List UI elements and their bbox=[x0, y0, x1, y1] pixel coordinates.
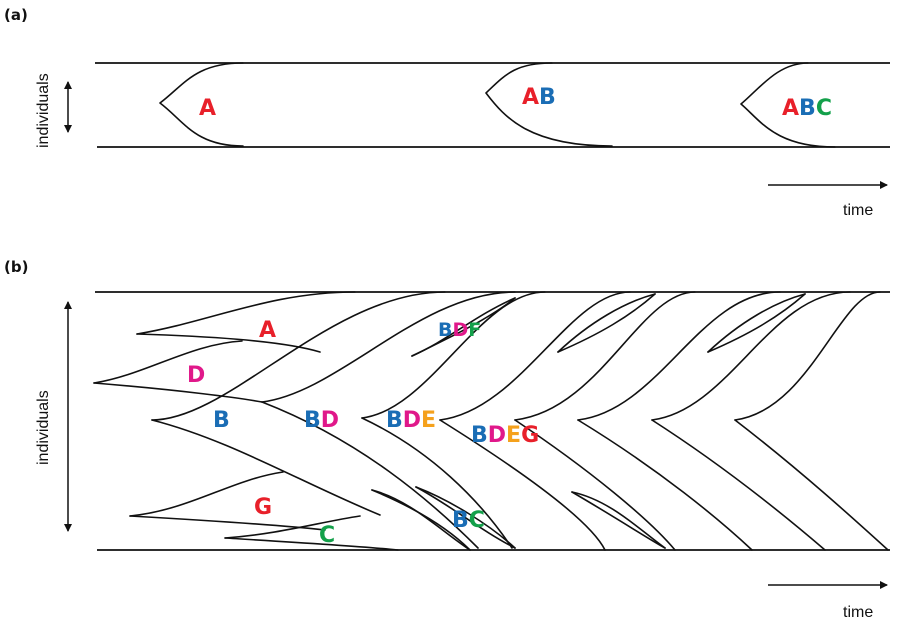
sweep-a-curve bbox=[159, 62, 244, 147]
panel-a-x-axis-label: time bbox=[843, 202, 873, 219]
bubble-bottom-upper bbox=[571, 491, 666, 549]
letter-A: A bbox=[522, 85, 539, 110]
letter-C: C bbox=[469, 508, 485, 533]
bubble-bc-2-upper bbox=[415, 486, 516, 549]
lineage-sweep-6-lower bbox=[577, 419, 753, 551]
lineage-bdeg-upper bbox=[439, 291, 631, 421]
mut-bdeg-label: BDEG bbox=[471, 423, 539, 448]
mut-g-label: G bbox=[254, 495, 272, 520]
sweep-ab-label: AB bbox=[522, 85, 556, 110]
lineage-d-upper bbox=[93, 340, 243, 384]
letter-G: G bbox=[254, 495, 272, 520]
letter-D: D bbox=[452, 319, 468, 341]
letter-C: C bbox=[319, 523, 335, 548]
letter-D: D bbox=[321, 408, 339, 433]
lineage-b-upper bbox=[151, 291, 446, 421]
letter-A: A bbox=[259, 318, 276, 343]
panel-a-y-axis-label: individuals bbox=[35, 73, 52, 148]
lineage-d-lower bbox=[93, 382, 263, 403]
lineage-g-lower bbox=[129, 515, 326, 531]
mut-bc-label: BC bbox=[452, 508, 485, 533]
letter-B: B bbox=[213, 408, 230, 433]
panel-a: (a) individuals A AB ABC time bbox=[4, 6, 890, 219]
letter-D: D bbox=[187, 363, 205, 388]
lineage-sweep-7-upper bbox=[651, 291, 851, 421]
letter-B: B bbox=[539, 85, 556, 110]
letter-E: E bbox=[506, 423, 521, 448]
panel-b-y-axis-label: individuals bbox=[35, 390, 52, 465]
bubble-top-2-lower bbox=[707, 293, 806, 353]
letter-G: G bbox=[521, 423, 539, 448]
sweep-a-label: A bbox=[199, 96, 216, 121]
bubble-top-1-upper bbox=[557, 293, 656, 353]
mut-d-label: D bbox=[187, 363, 205, 388]
lineage-bde-lower bbox=[361, 417, 513, 549]
sweep-abc-curve bbox=[740, 62, 836, 148]
lineage-b-lower bbox=[151, 419, 381, 516]
lineage-curves bbox=[93, 291, 889, 551]
lineage-sweep-5-upper bbox=[514, 291, 696, 421]
lineage-c-lower bbox=[224, 537, 399, 551]
mut-c-label: C bbox=[319, 523, 335, 548]
bubble-top-2-upper bbox=[707, 293, 806, 353]
letter-A: A bbox=[199, 96, 216, 121]
letter-A: A bbox=[782, 96, 799, 121]
lineage-sweep-8-lower bbox=[734, 419, 889, 551]
lineage-c-upper bbox=[224, 515, 361, 539]
letter-C: C bbox=[816, 96, 832, 121]
lineage-bdeg-lower bbox=[439, 419, 606, 551]
panel-b: (b) individuals bbox=[4, 258, 890, 621]
lineage-a-lower bbox=[136, 333, 321, 353]
lineage-sweep-5-lower bbox=[514, 419, 676, 551]
bubble-bc-1-lower bbox=[371, 489, 471, 551]
letter-B: B bbox=[452, 508, 469, 533]
sweep-abc-label: ABC bbox=[782, 96, 832, 121]
panel-a-label: (a) bbox=[4, 6, 28, 24]
bubble-bc-2-lower bbox=[415, 486, 516, 549]
lineage-sweep-7-lower bbox=[651, 419, 826, 551]
panel-b-label: (b) bbox=[4, 258, 28, 276]
lineage-bd-upper bbox=[261, 291, 516, 403]
lineage-a-upper bbox=[136, 291, 356, 335]
mut-b-label: B bbox=[213, 408, 230, 433]
letter-D: D bbox=[403, 408, 421, 433]
lineage-bd-lower bbox=[261, 401, 479, 549]
bubble-top-1-lower bbox=[557, 293, 656, 353]
lineage-g-upper bbox=[129, 471, 284, 517]
mut-bdf-label: BDF bbox=[438, 319, 481, 341]
mut-bd-label: BD bbox=[304, 408, 339, 433]
letter-E: E bbox=[421, 408, 436, 433]
lineage-sweep-8-upper bbox=[734, 291, 881, 421]
letter-F: F bbox=[468, 319, 481, 341]
letter-B: B bbox=[438, 319, 452, 341]
lineage-bde-upper bbox=[361, 291, 546, 419]
panel-b-x-axis-label: time bbox=[843, 604, 873, 621]
letter-D: D bbox=[488, 423, 506, 448]
bubble-bottom-lower bbox=[571, 491, 666, 549]
mut-bde-label: BDE bbox=[386, 408, 436, 433]
letter-B: B bbox=[386, 408, 403, 433]
letter-B: B bbox=[799, 96, 816, 121]
letter-B: B bbox=[471, 423, 488, 448]
letter-B: B bbox=[304, 408, 321, 433]
mut-a-label: A bbox=[259, 318, 276, 343]
sweep-ab-curve bbox=[485, 62, 613, 147]
lineage-sweep-6-upper bbox=[577, 291, 781, 421]
